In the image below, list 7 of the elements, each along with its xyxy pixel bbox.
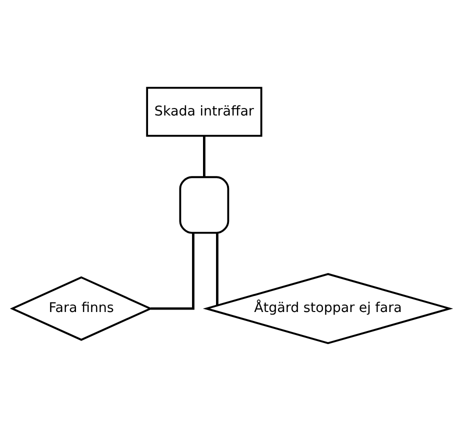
node-diamond: Fara finns bbox=[10, 276, 153, 340]
connector bbox=[216, 232, 218, 305]
connector bbox=[203, 136, 206, 176]
connector bbox=[150, 232, 194, 310]
node-gate bbox=[179, 176, 230, 234]
node-diamond: Åtgärd stoppar ej fara bbox=[202, 272, 454, 344]
node-box: Skada inträffar bbox=[146, 86, 262, 136]
